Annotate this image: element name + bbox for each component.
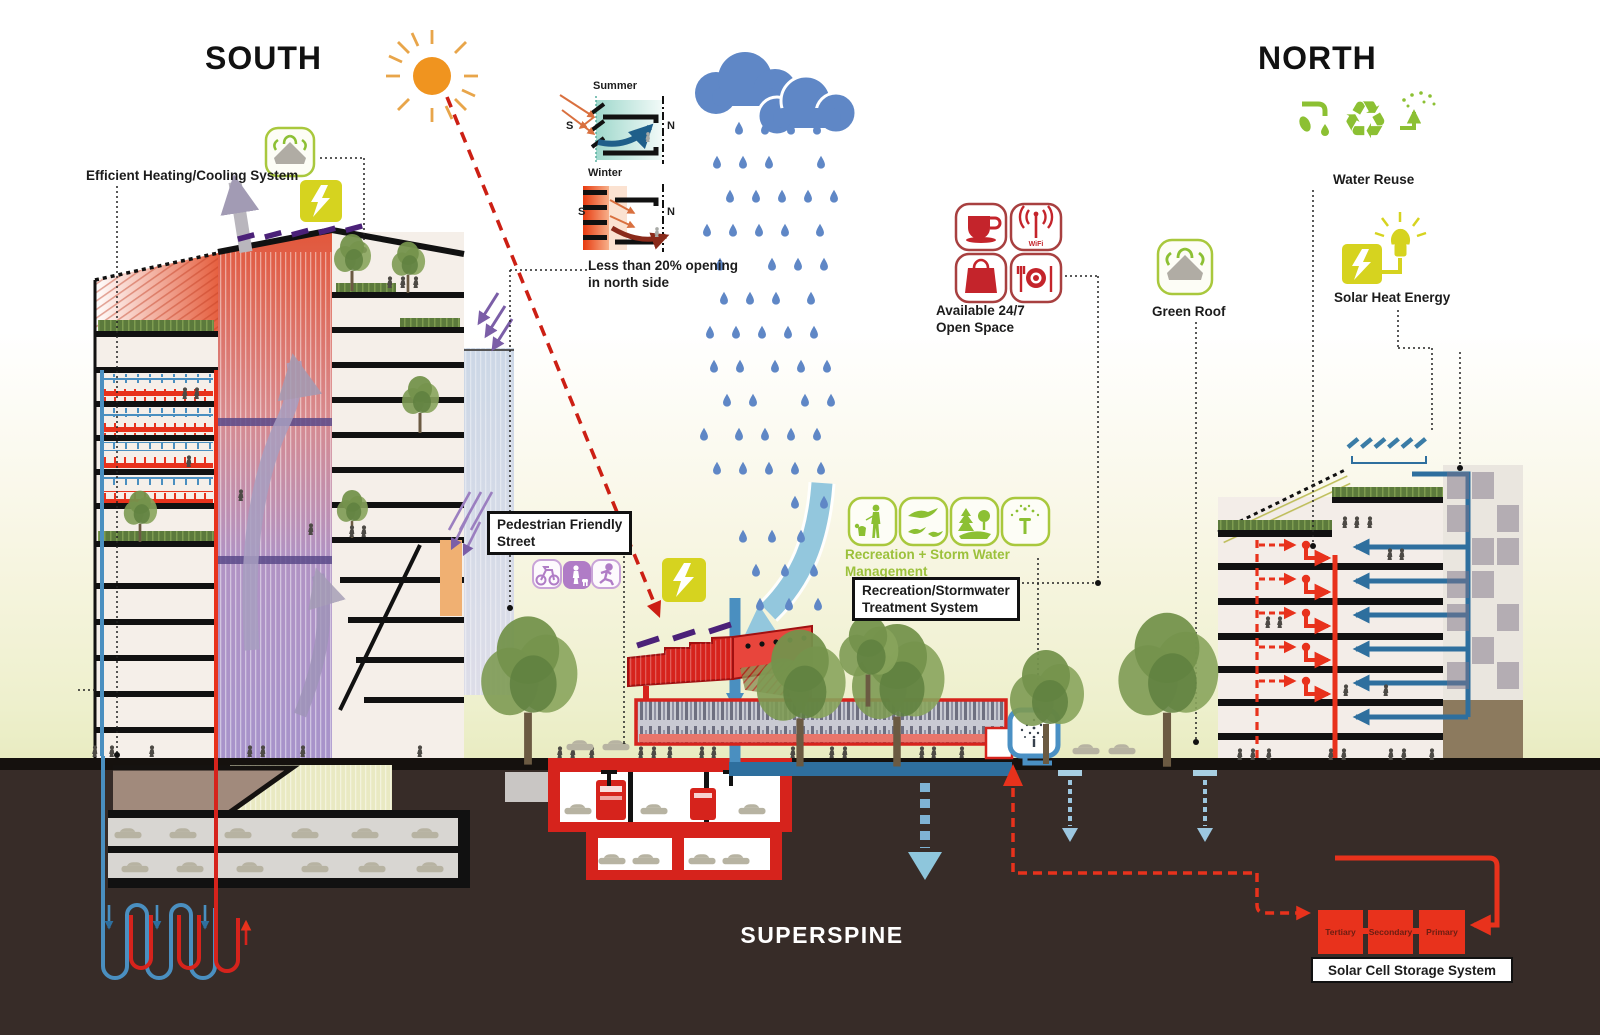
faucet-icon (1302, 101, 1328, 116)
facade-hatch (447, 491, 494, 557)
south-title: SOUTH (205, 40, 322, 76)
less20-label: Less than 20% opening in north side (588, 258, 739, 290)
stormwater-main (729, 762, 1012, 776)
recreation-icons (847, 496, 1051, 547)
efficient-label: Efficient Heating/Cooling System (86, 168, 299, 183)
bus-icon (690, 788, 716, 820)
facade-windows (1447, 472, 1519, 689)
geothermal-loops (101, 756, 252, 980)
electricity-icon-canopy (662, 558, 706, 602)
dining-icon (1009, 252, 1063, 304)
winter-n: N (667, 206, 675, 218)
winter-ventilation-diagram (583, 184, 670, 252)
solar-heat-icons (1342, 212, 1427, 284)
winter-s: S (578, 206, 586, 218)
summer-ventilation-diagram (559, 94, 664, 164)
energy-circuit (1003, 764, 1500, 936)
train-icon (596, 780, 626, 820)
green-roof-icon-north (1156, 238, 1214, 296)
pedestrian-box: Pedestrian Friendly Street (487, 511, 633, 555)
green-roof-icon-south (264, 126, 316, 178)
winter-label: Winter (588, 167, 623, 179)
panel-dashes (237, 223, 1427, 649)
wifi-icon: WiFi (1009, 202, 1063, 252)
storage-cell-secondary: Secondary (1368, 910, 1413, 954)
irrigation-icon (1400, 91, 1436, 130)
superspine-label: SUPERSPINE (740, 922, 904, 948)
storage-title-box: Solar Cell Storage System (1311, 957, 1513, 983)
available-icons: WiFi (954, 202, 1063, 304)
shopping-icon (954, 252, 1008, 304)
north-building (1217, 456, 1523, 870)
treatment-box: Recreation/Stormwater Treatment System (852, 577, 1020, 621)
rain-cloud-icon (695, 52, 858, 137)
recycle-icon: ♻ (1342, 92, 1389, 150)
bulb-icon (1374, 212, 1427, 257)
wind-chevrons (477, 292, 514, 352)
south-building (93, 174, 514, 758)
infiltration-arrows (1058, 770, 1217, 842)
underground-transit (548, 758, 792, 880)
radiant-floors (95, 367, 218, 509)
sun-icon (386, 30, 478, 122)
coffee-icon (954, 202, 1008, 252)
storage-cell-primary: Primary (1419, 910, 1465, 954)
solar-heat-label: Solar Heat Energy (1334, 290, 1451, 305)
water-reuse-icons: ♻ (1299, 91, 1436, 150)
exhaust-arrow (220, 174, 260, 254)
electricity-icon-roof (300, 180, 342, 222)
summer-n: N (667, 120, 675, 132)
storage-cell-tertiary: Tertiary (1318, 910, 1363, 954)
water-reuse-label: Water Reuse (1333, 172, 1415, 187)
pedestrian-icons (532, 559, 621, 589)
summer-s: S (566, 120, 574, 132)
svg-text:WiFi: WiFi (1029, 241, 1044, 248)
summer-label: Summer (593, 80, 638, 92)
available-label: Available 24/7 Open Space (936, 303, 1025, 335)
recreation-label: Recreation + Storm Water Management (845, 547, 1010, 579)
underground-south (101, 756, 548, 980)
north-title: NORTH (1258, 40, 1377, 76)
green-roof-label: Green Roof (1152, 304, 1226, 319)
